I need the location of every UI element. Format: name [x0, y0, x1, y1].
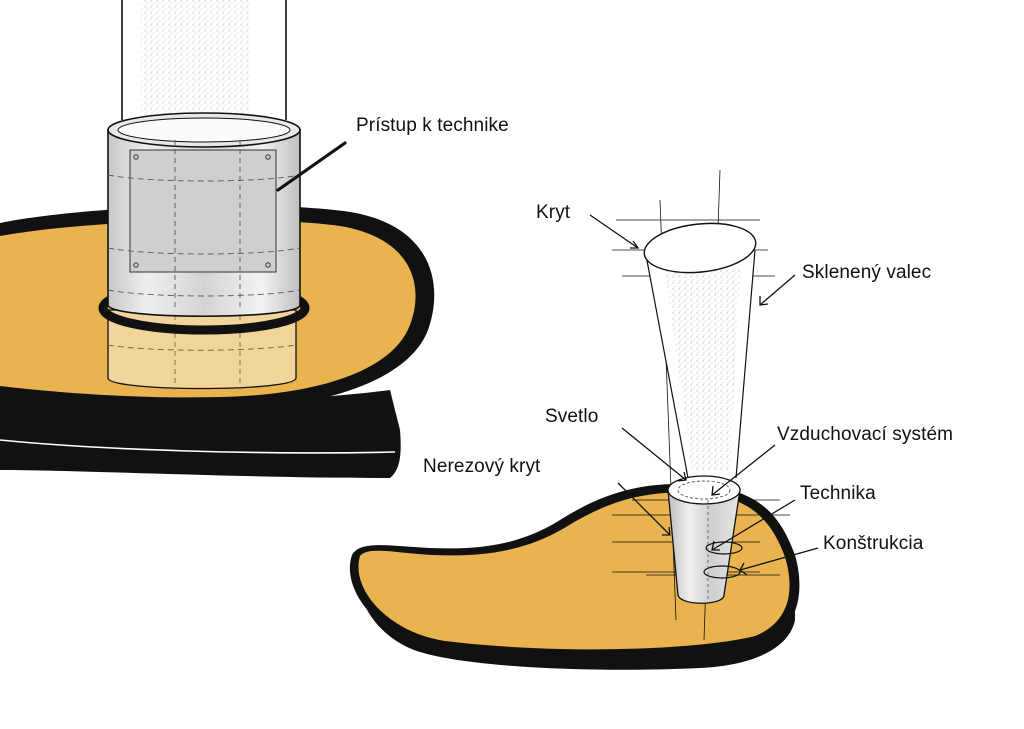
right-glass-cylinder: [643, 222, 757, 479]
left-steel-housing: [107, 112, 301, 317]
label-light: Svetlo: [545, 406, 599, 427]
label-glass-cylinder: Sklenený valec: [802, 262, 932, 283]
label-air-system: Vzduchovací systém: [777, 424, 954, 445]
access-pointer: [276, 141, 347, 192]
label-cover: Kryt: [536, 202, 571, 223]
left-glass-tube: [121, 0, 287, 122]
label-steel-cover: Nerezový kryt: [423, 456, 541, 477]
pointer-arrows: [589, 214, 819, 576]
label-access: Prístup k technike: [356, 115, 509, 136]
label-technology: Technika: [800, 483, 876, 504]
right-steel-housing: [667, 475, 743, 604]
label-construction: Konštrukcia: [823, 533, 924, 554]
